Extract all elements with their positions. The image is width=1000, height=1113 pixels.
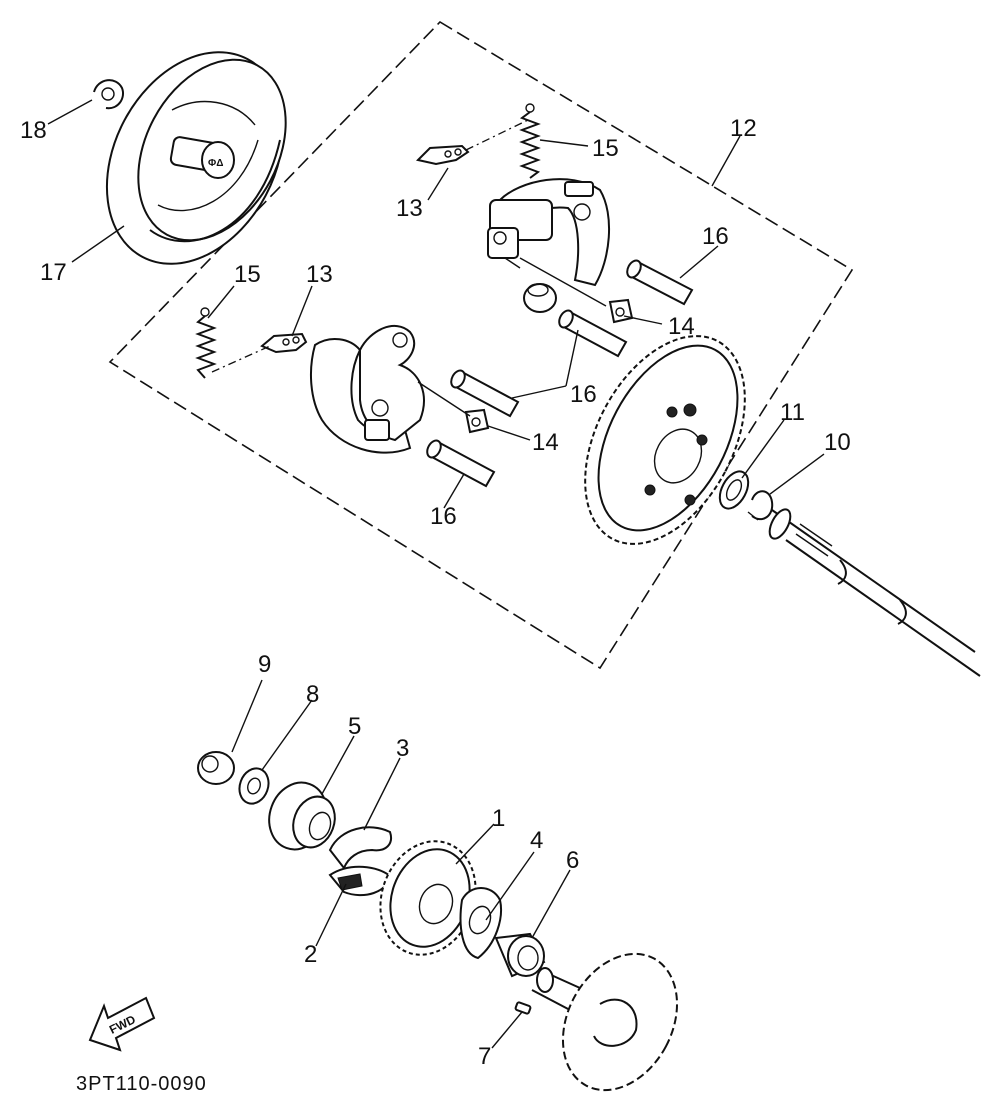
callout-10: 10 [824,429,851,456]
callout-13: 13 [396,195,423,222]
callouts: 18 17 15 13 12 16 14 15 13 16 14 16 11 1… [20,115,851,1070]
part-3-clutch-shoe-half [328,826,392,870]
callout-3: 3 [396,735,409,762]
guide-line-upper [465,119,529,151]
callout-14: 14 [668,313,695,340]
callout-16: 16 [702,223,729,250]
callout-16: 16 [430,503,457,530]
fwd-arrow-icon: FWD [88,996,156,1052]
part-upper-clutch-shoe [487,178,610,287]
part-16-pin-upper-center [558,309,628,358]
part-9-collar [197,751,235,785]
part-16-pin-upper-right [626,259,694,306]
callout-1: 1 [492,805,505,832]
leader-lines [47,99,825,1049]
callout-6: 6 [566,847,579,874]
callout-12: 12 [730,115,757,142]
guide-line-lower [211,345,271,373]
part-13-plate-lower [260,332,308,354]
callout-13: 13 [306,261,333,288]
crankshaft [768,508,981,677]
camshaft-sprocket-shaft [531,952,679,1092]
part-collar-upper [523,283,557,313]
part-15-spring-lower [195,307,217,379]
part-4-plate [459,887,502,960]
callout-11: 11 [780,399,805,426]
callout-15: 15 [592,135,619,162]
callout-15: 15 [234,261,261,288]
svg-text:ΦΔ: ΦΔ [208,158,223,169]
part-15-spring-upper [519,103,541,179]
callout-16: 16 [570,381,597,408]
part-13-plate-upper [416,144,470,166]
part-11-washer [718,470,750,510]
part-5-one-way-clutch-housing [268,781,336,851]
callout-18: 18 [20,117,47,144]
callout-7: 7 [478,1043,491,1070]
part-8-washer [238,767,270,805]
callout-9: 9 [258,651,271,678]
callout-4: 4 [530,827,543,854]
part-16-pin-lower-center [450,369,520,418]
part-14-pivot-lower [464,408,490,434]
part-10-lock-washer [747,490,774,521]
assembly-boundary [108,20,854,670]
part-2-clutch-shoe-half [328,865,392,897]
callout-17: 17 [40,259,67,286]
callout-14: 14 [532,429,559,456]
callout-2: 2 [304,941,317,968]
diagram-code: 3PT110-0090 [76,1073,207,1095]
part-6-collar [494,932,546,978]
part-7-key [514,1001,532,1015]
part-lower-clutch-shoe [310,325,425,454]
part-14-pivot-upper [608,298,634,324]
part-18-circlip [93,79,124,110]
part-17-clutch-housing: ΦΔ [105,51,287,265]
part-12-clutch-carrier-gear [584,335,746,545]
part-16-pin-lower-left [426,439,496,488]
part-1-gear [379,840,477,956]
callout-5: 5 [348,713,361,740]
callout-8: 8 [306,681,319,708]
